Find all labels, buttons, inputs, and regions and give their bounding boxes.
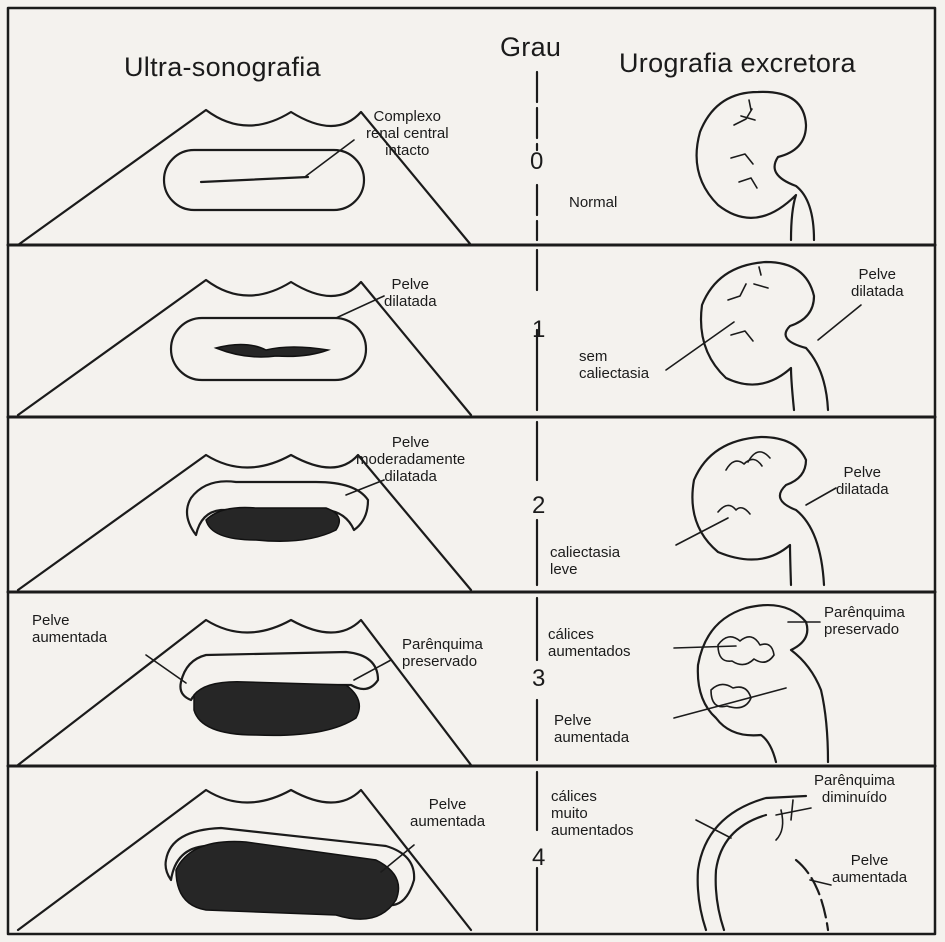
grade-3-center-top-label: cálices aumentados bbox=[548, 626, 631, 660]
grade-0-center-label: Normal bbox=[569, 194, 617, 211]
grade-3-ultrasound-right-label: Parênquima preservado bbox=[402, 636, 483, 670]
grade-3-ultrasound-left-label: Pelve aumentada bbox=[32, 612, 107, 646]
grade-2-kidney bbox=[676, 437, 836, 585]
grade-column-header: Grau bbox=[500, 32, 561, 63]
grade-4-number: 4 bbox=[532, 844, 545, 872]
grade-1-ultrasound-label: Pelve dilatada bbox=[384, 276, 437, 310]
grade-0-ultrasound-label: Complexo renal central intacto bbox=[366, 108, 449, 159]
grade-2-urography-label: Pelve dilatada bbox=[836, 464, 889, 498]
grade-2-center-label: caliectasia leve bbox=[550, 544, 620, 578]
hydronephrosis-grading-diagram: Ultra-sonografia Grau Urografia excretor… bbox=[6, 0, 939, 940]
grade-2-number: 2 bbox=[532, 492, 545, 520]
grade-0-kidney bbox=[697, 92, 814, 240]
grade-4-urography-bottom-label: Pelve aumentada bbox=[832, 852, 907, 886]
grade-4-center-label: cálices muito aumentados bbox=[551, 788, 634, 839]
grade-3-number: 3 bbox=[532, 665, 545, 693]
grade-0-number: 0 bbox=[530, 148, 543, 176]
grade-3-urography-label: Parênquima preservado bbox=[824, 604, 905, 638]
grade-1-urography-label: Pelve dilatada bbox=[851, 266, 904, 300]
grade-1-number: 1 bbox=[532, 316, 545, 344]
grade-4-ultrasound-label: Pelve aumentada bbox=[410, 796, 485, 830]
grade-3-center-bottom-label: Pelve aumentada bbox=[554, 712, 629, 746]
grade-1-center-label: sem caliectasia bbox=[579, 348, 649, 382]
grade-2-ultrasound-label: Pelve moderadamente dilatada bbox=[356, 434, 465, 485]
urography-column-header: Urografia excretora bbox=[619, 48, 856, 79]
grade-4-urography-top-label: Parênquima diminuído bbox=[814, 772, 895, 806]
grade-4-kidney bbox=[696, 796, 831, 930]
grade-3-kidney bbox=[674, 605, 828, 762]
grade-1-kidney bbox=[666, 262, 861, 410]
grade-4-ultrasound bbox=[18, 790, 471, 930]
ultrasound-column-header: Ultra-sonografia bbox=[124, 52, 321, 83]
